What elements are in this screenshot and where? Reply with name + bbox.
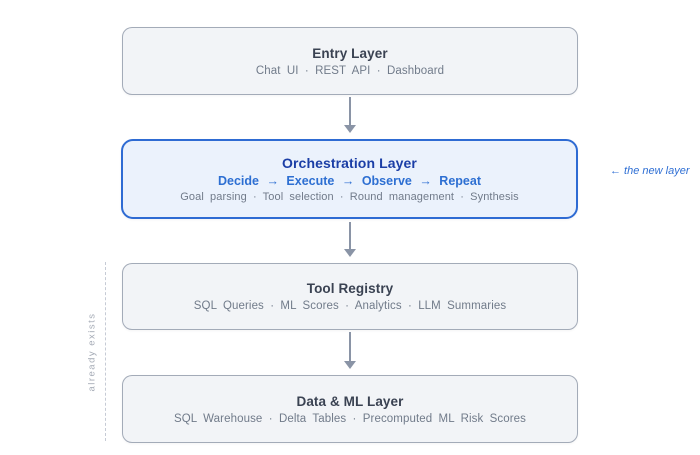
down-arrow-icon <box>344 332 356 369</box>
entry-layer-title: Entry Layer <box>312 45 388 61</box>
layer-box-entry: Entry Layer Chat UI · REST API · Dashboa… <box>122 27 578 95</box>
tool-registry-subtitle: SQL Queries · ML Scores · Analytics · LL… <box>193 300 507 312</box>
orchestration-loop-steps: Decide → Execute → Observe → Repeat <box>218 174 481 188</box>
layer-box-data-ml: Data & ML Layer SQL Warehouse · Delta Ta… <box>122 375 578 443</box>
already-exists-bracket-line <box>105 262 106 441</box>
layer-box-tool-registry: Tool Registry SQL Queries · ML Scores · … <box>122 263 578 330</box>
data-ml-layer-title: Data & ML Layer <box>296 393 404 409</box>
arrow-head <box>344 125 356 133</box>
arrow-head <box>344 249 356 257</box>
arrow-head <box>344 361 356 369</box>
arrow-line <box>349 97 351 125</box>
new-layer-annotation: ← the new layer <box>610 165 690 177</box>
already-exists-label: already exists <box>86 312 98 392</box>
down-arrow-icon <box>344 97 356 133</box>
arrow-line <box>349 332 351 361</box>
orchestration-layer-subtitle: Goal parsing · Tool selection · Round ma… <box>180 191 519 203</box>
down-arrow-icon <box>344 222 356 257</box>
data-ml-layer-subtitle: SQL Warehouse · Delta Tables · Precomput… <box>173 412 527 425</box>
layer-box-orchestration: Orchestration Layer Decide → Execute → O… <box>121 139 578 219</box>
entry-layer-subtitle: Chat UI · REST API · Dashboard <box>255 64 445 77</box>
orchestration-layer-title: Orchestration Layer <box>282 155 417 171</box>
tool-registry-title: Tool Registry <box>306 281 394 296</box>
arrow-line <box>349 222 351 249</box>
